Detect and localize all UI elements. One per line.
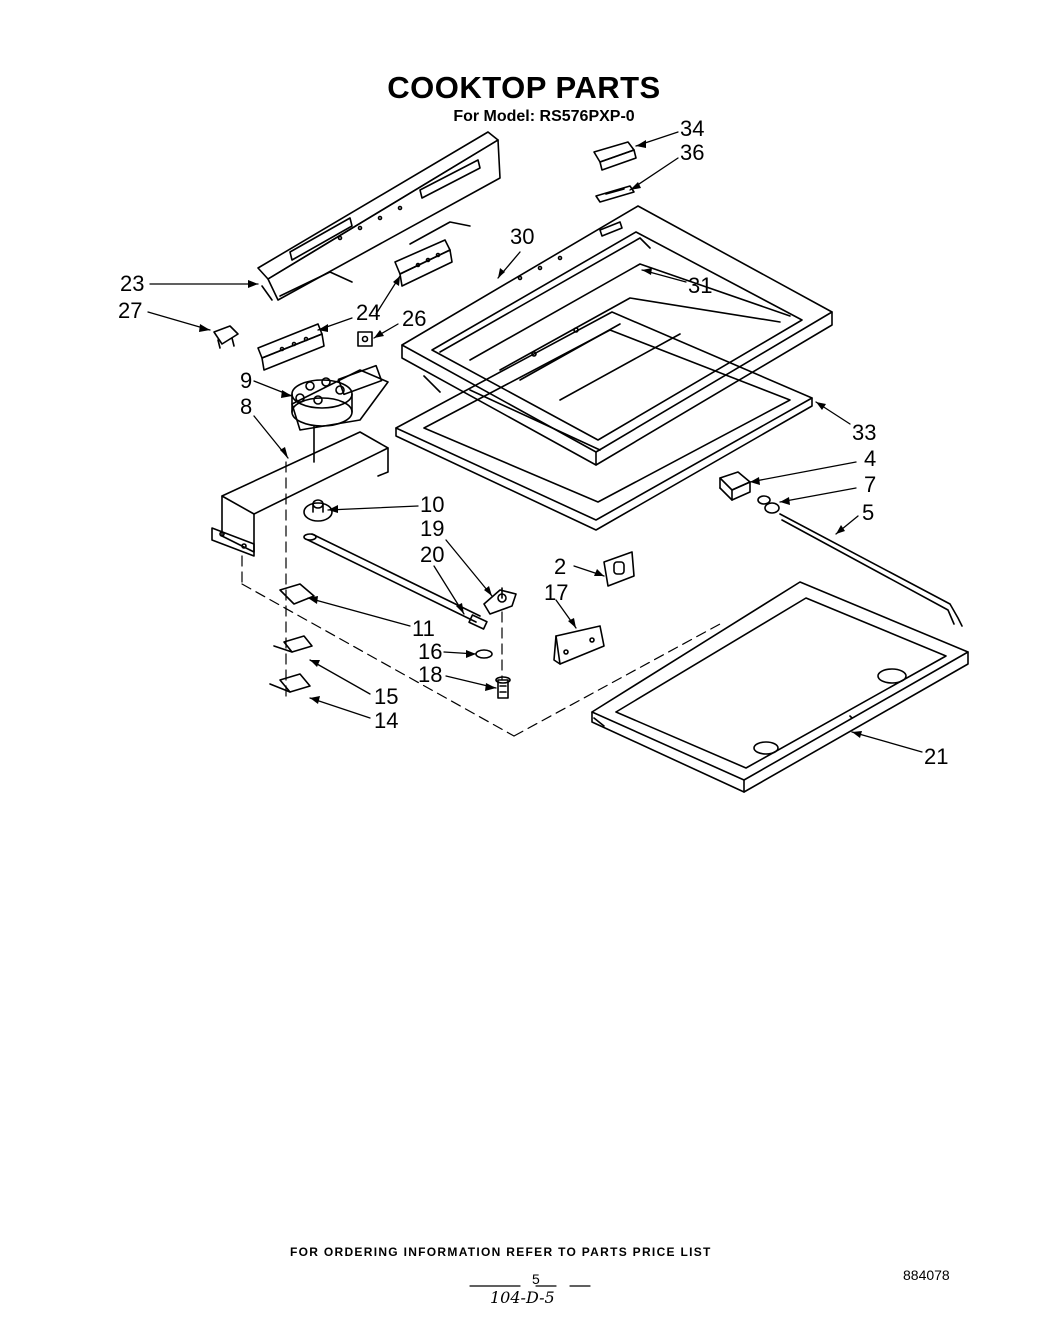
part-26-bracket xyxy=(358,332,372,346)
callout-16: 16 xyxy=(418,639,443,664)
part-24-switch-block xyxy=(258,240,452,370)
callout-17: 17 xyxy=(544,580,569,605)
callout-8: 8 xyxy=(240,394,253,419)
dashed-alignment-lines xyxy=(242,462,720,736)
callout-11: 11 xyxy=(412,616,435,641)
part-27-clip xyxy=(214,326,238,348)
callout-9: 9 xyxy=(240,368,253,393)
callout-20: 20 xyxy=(420,542,445,567)
part-10-cam xyxy=(304,500,332,521)
page-number: 5 xyxy=(532,1271,540,1287)
callout-18: 18 xyxy=(418,662,443,687)
part-9-switch-assembly xyxy=(292,366,388,462)
part-15-14-switches xyxy=(270,636,312,692)
leader-lines xyxy=(148,132,922,752)
callout-14: 14 xyxy=(374,708,399,733)
part-23-panel-bracket xyxy=(258,132,500,300)
part-21-bottom-tray xyxy=(592,582,968,792)
part-16-18-fasteners xyxy=(476,650,510,698)
callout-24: 24 xyxy=(356,300,381,325)
handwritten-note: 104-D-5 xyxy=(490,1288,555,1307)
callout-26: 26 xyxy=(402,306,427,331)
callout-23: 23 xyxy=(120,271,145,296)
document-number: 884078 xyxy=(903,1267,950,1283)
part-34-36-components xyxy=(594,142,636,202)
callout-36: 36 xyxy=(680,140,705,165)
callout-2: 2 xyxy=(554,554,567,579)
callout-31: 31 xyxy=(688,273,713,298)
part-11-plate xyxy=(280,584,314,604)
callout-5: 5 xyxy=(862,500,875,525)
part-7-bushing xyxy=(758,496,779,513)
callout-4: 4 xyxy=(864,446,877,471)
callout-10: 10 xyxy=(420,492,445,517)
callout-15: 15 xyxy=(374,684,399,709)
callout-21: 21 xyxy=(924,744,949,769)
leader-arrowheads xyxy=(199,140,862,738)
part-33-seal-tray xyxy=(396,312,812,530)
part-2-bracket xyxy=(604,552,634,586)
page-title: COOKTOP PARTS xyxy=(387,70,661,105)
callout-27: 27 xyxy=(118,298,143,323)
callout-34: 34 xyxy=(680,116,705,141)
callout-33: 33 xyxy=(852,420,877,445)
callout-19: 19 xyxy=(420,516,445,541)
callout-30: 30 xyxy=(510,224,535,249)
ordering-note: FOR ORDERING INFORMATION REFER TO PARTS … xyxy=(290,1245,712,1259)
model-subtitle: For Model: RS576PXP-0 xyxy=(453,108,635,125)
part-4-terminal-block xyxy=(720,472,750,500)
part-30-cooktop-frame xyxy=(402,206,832,465)
part-20-rod xyxy=(304,534,487,629)
part-8-mounting-bracket xyxy=(212,432,388,556)
part-5-rod xyxy=(780,514,962,626)
callout-7: 7 xyxy=(864,472,877,497)
part-17-bracket xyxy=(554,626,604,664)
part-19-lever xyxy=(484,588,516,614)
